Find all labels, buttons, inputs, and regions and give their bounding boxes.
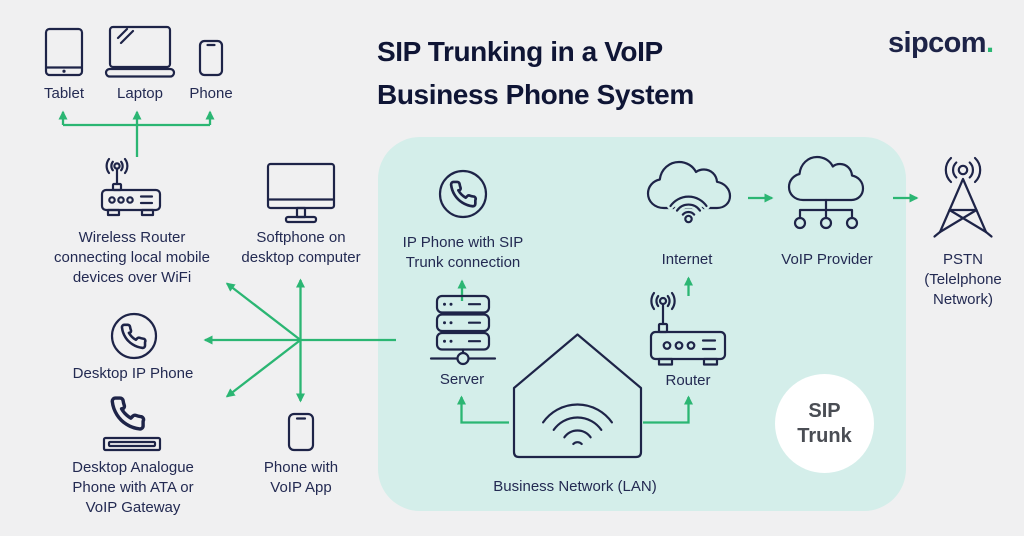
router-label: Router — [665, 372, 711, 389]
pstn-label: PSTN (Telelphone Network) — [924, 251, 1002, 308]
logo-text: sipcom — [888, 27, 987, 59]
phone-label: Phone — [189, 85, 233, 102]
arrow-lan-to-router — [643, 395, 693, 424]
laptop-label: Laptop — [117, 85, 163, 102]
internet-label: Internet — [661, 251, 713, 268]
desktop-analogue-phone-label: Desktop Analogue Phone with ATA or VoIP … — [72, 459, 194, 516]
sipcom-logo: sipcom. — [888, 27, 994, 60]
analogue-phone-icon — [102, 396, 162, 452]
pstn-tower-icon — [933, 156, 993, 238]
server-icon — [429, 294, 497, 366]
voip-provider-label: VoIP Provider — [781, 251, 873, 268]
tablet-icon — [44, 27, 84, 77]
laptop-icon — [104, 25, 176, 78]
ip-phone-sip-trunk-label: IP Phone with SIP Trunk connection — [402, 234, 524, 271]
arrow-router-to-devices — [58, 110, 215, 157]
internet-cloud-icon — [646, 160, 732, 226]
phone-icon — [198, 39, 224, 77]
wireless-router-icon — [100, 157, 162, 217]
logo-dot: . — [985, 27, 994, 59]
arrow-lan-to-server — [457, 395, 509, 424]
phone-voip-app-label: Phone with VoIP App — [263, 459, 339, 496]
desktop-ip-phone-label: Desktop IP Phone — [72, 365, 194, 382]
wireless-router-label: Wireless Router connecting local mobile … — [54, 229, 210, 286]
business-network-label: Business Network (LAN) — [493, 478, 657, 495]
desktop-monitor-icon — [266, 162, 336, 224]
sip-trunk-badge: SIP Trunk — [775, 374, 874, 473]
arrow-hub-spokes — [203, 278, 396, 403]
voip-app-phone-icon — [287, 412, 315, 452]
tablet-label: Tablet — [43, 85, 85, 102]
business-network-house-icon — [512, 333, 643, 459]
ip-phone-sip-icon — [438, 169, 488, 219]
lan-router-icon — [649, 291, 727, 366]
softphone-label: Softphone on desktop computer — [241, 229, 361, 266]
voip-provider-cloud-icon — [787, 155, 865, 230]
desktop-ip-phone-icon — [110, 312, 158, 360]
page-title: SIP Trunking in a VoIP Business Phone Sy… — [377, 36, 694, 110]
server-label: Server — [439, 371, 485, 388]
